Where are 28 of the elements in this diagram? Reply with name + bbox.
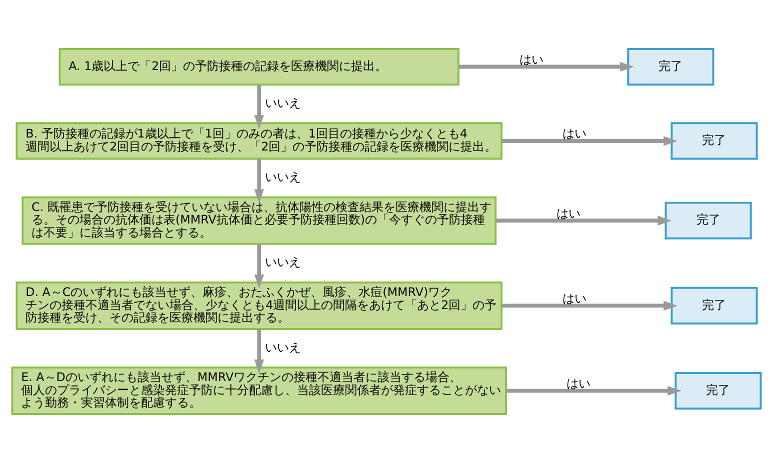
node-box: 完了 — [670, 286, 758, 324]
edge-label: いいえ — [264, 254, 301, 269]
edge-label: いいえ — [264, 170, 301, 184]
edge-label: はい — [519, 52, 544, 66]
arrow — [506, 385, 682, 396]
node-box: D. A～Cのいずれにも該当せず、麻疹、おたふくかぜ、風疹、水痘(MMRV)ワクチンの接種不適当者でない場合、少なくとも4週間以上の間隔をあけて「あと2回」の予防接種を受け、その記録を医療機関に提出する。 — [16, 280, 502, 330]
edge-label: はい — [562, 126, 586, 140]
node-box: C. 既罹患で予防接種を受けていない場合は、抗体陽性の検査結果を医療機関に提出する。その場合の抗体価は表(MMRV抗体価と必要予防接種回数)の「今すぐの予防接種は不要」に該当する場合とする。 — [22, 196, 497, 244]
edge-label: いいえ — [264, 340, 301, 354]
edge-label: はい — [556, 206, 581, 220]
arrow — [254, 158, 264, 203]
edge-label: いいえ — [264, 95, 301, 110]
node-box: 完了 — [627, 47, 714, 86]
arrow — [254, 328, 264, 373]
node-box: A. 1歳以上で「2回」の予防接種の記録を医療機関に提出。 — [58, 47, 460, 86]
edge-label: はい — [566, 376, 591, 390]
arrow — [502, 136, 678, 146]
arrow — [254, 243, 264, 288]
arrow — [502, 300, 678, 310]
edge-label: はい — [562, 290, 586, 305]
arrow — [254, 84, 264, 128]
node-box: 完了 — [670, 122, 758, 160]
arrow — [458, 61, 634, 72]
node-box: 完了 — [664, 201, 752, 239]
node-box: E. A～Dのいずれにも該当せず、MMRVワクチンの接種不適当者に該当する場合、個人のプライバシーと感染発症予防に十分配慮し、当該医療関係者が発症することがないよう勤務・実習体制を配慮する。 — [11, 366, 507, 415]
arrow — [496, 215, 672, 225]
node-box: B. 予防接種の記録が1歳以上で「1回」のみの者は、1回目の接種から少なくとも4週間以上あけて2回目の予防接種を受け、「2回」の予防接種の記録を医療機関に提出。 — [16, 122, 502, 160]
node-box: 完了 — [674, 372, 762, 410]
